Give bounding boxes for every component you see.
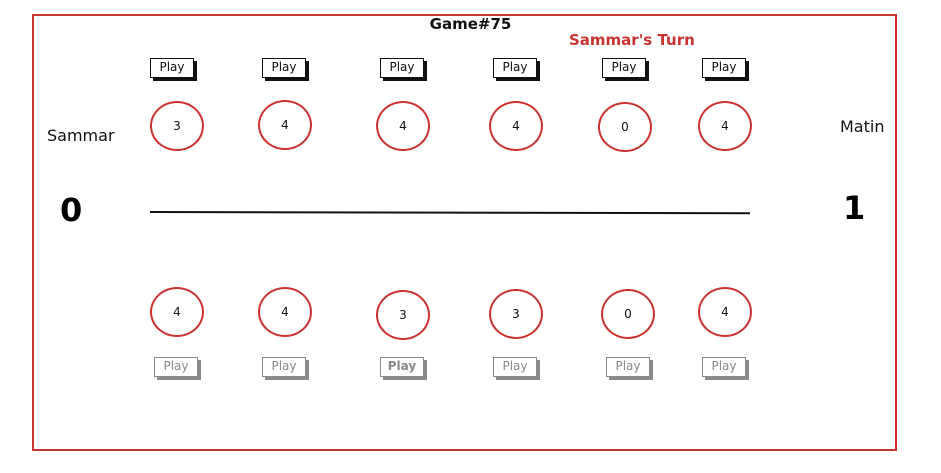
bottom-play-button-5[interactable]: Play	[606, 357, 650, 377]
bottom-play-button-4[interactable]: Play	[493, 357, 537, 377]
bottom-pit-6: 4	[698, 287, 752, 337]
turn-indicator: Sammar's Turn	[569, 31, 695, 49]
left-player-score: 0	[60, 191, 83, 229]
bottom-pit-2: 4	[258, 287, 312, 337]
bottom-pit-5: 0	[601, 289, 655, 339]
bottom-play-button-6[interactable]: Play	[702, 357, 746, 377]
bottom-play-button-1[interactable]: Play	[154, 357, 198, 377]
top-pit-2: 4	[258, 100, 312, 150]
top-pit-3: 4	[376, 101, 430, 151]
top-pit-5: 0	[598, 102, 652, 152]
top-play-button-6[interactable]: Play	[702, 58, 746, 78]
top-play-button-3[interactable]: Play	[380, 58, 424, 78]
game-title: Game#75	[429, 15, 512, 33]
top-pit-6: 4	[698, 101, 752, 151]
top-play-button-1[interactable]: Play	[150, 58, 194, 78]
left-player-name: Sammar	[47, 126, 115, 145]
top-play-button-2[interactable]: Play	[262, 58, 306, 78]
top-pit-4: 4	[489, 101, 543, 151]
top-play-button-5[interactable]: Play	[602, 58, 646, 78]
game-board	[32, 14, 897, 451]
bottom-pit-4: 3	[489, 289, 543, 339]
bottom-pit-3: 3	[376, 290, 430, 340]
bottom-play-button-2[interactable]: Play	[262, 357, 306, 377]
bottom-play-button-3[interactable]: Play	[380, 357, 424, 377]
right-player-score: 1	[843, 189, 866, 227]
top-play-button-4[interactable]: Play	[493, 58, 537, 78]
top-pit-1: 3	[150, 101, 204, 151]
right-player-name: Matin	[840, 117, 885, 136]
bottom-pit-1: 4	[150, 287, 204, 337]
